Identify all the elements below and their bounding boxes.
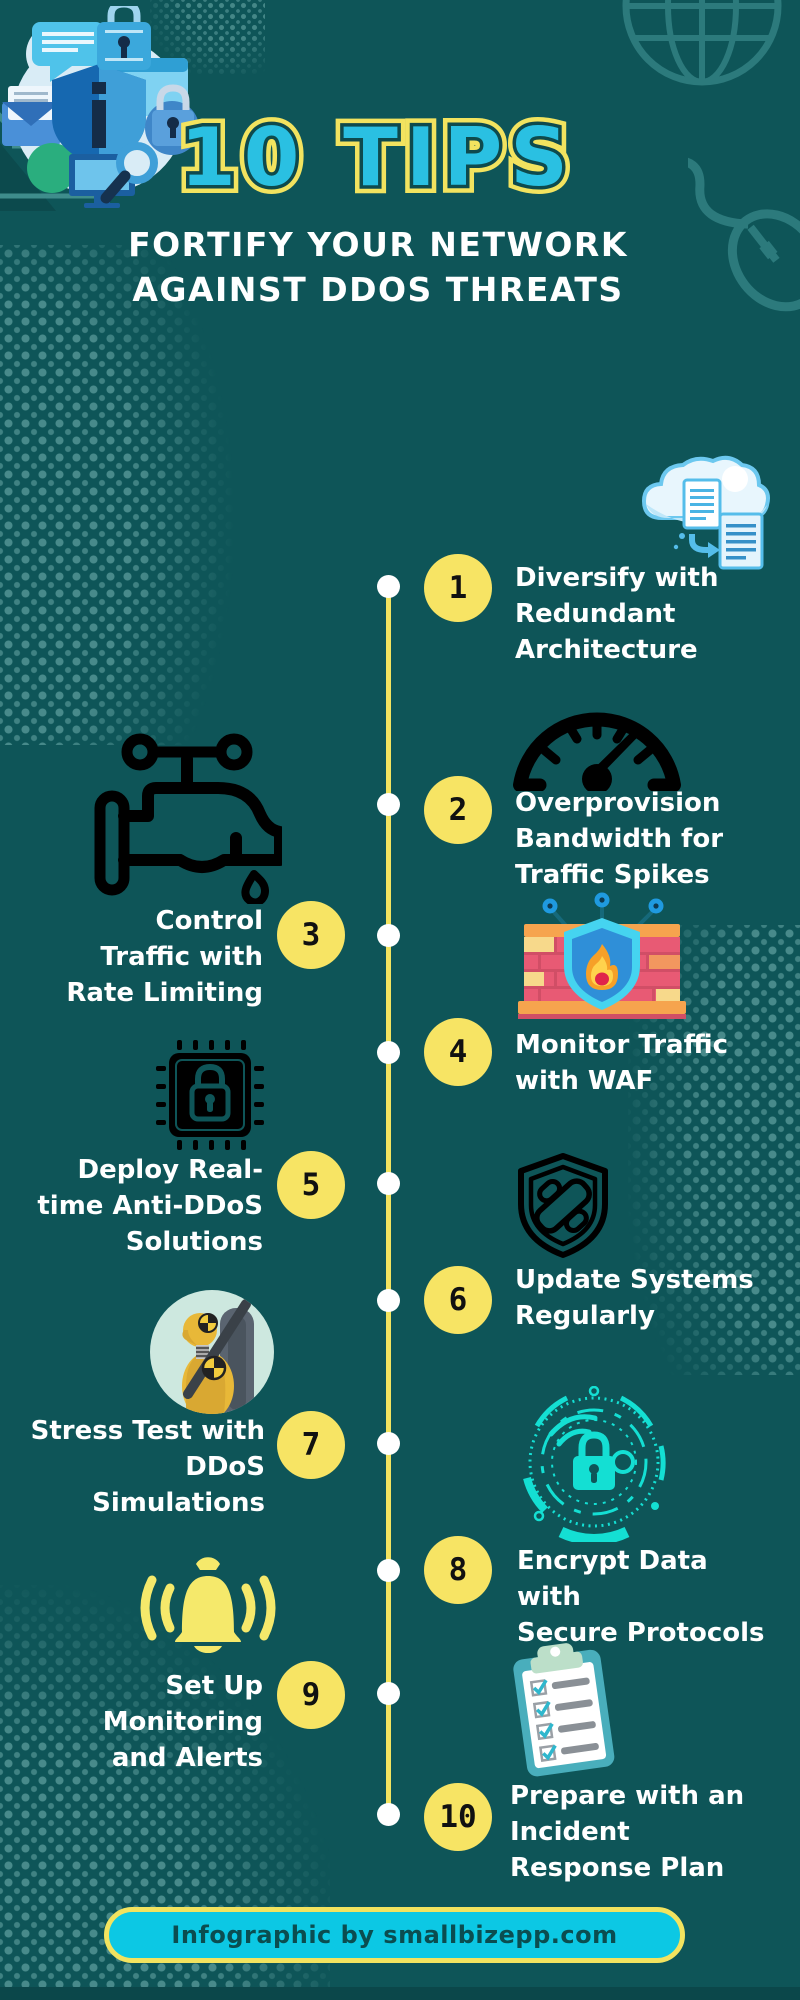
- tip-label-line: Encrypt Data with: [517, 1546, 708, 1612]
- alarm-bell-icon: [136, 1550, 280, 1664]
- tip-label-line: Response Plan: [510, 1853, 725, 1883]
- tip-label: Control Traffic with Rate Limiting: [43, 903, 263, 1011]
- tip-number-badge: 8: [424, 1536, 492, 1604]
- tip-label-line: Traffic Spikes: [515, 860, 710, 890]
- security-illustration: [0, 6, 209, 211]
- tip-number: 8: [448, 1552, 468, 1588]
- tip-label-line: and Alerts: [111, 1743, 263, 1773]
- crash-test-dummy-image: [150, 1290, 274, 1414]
- tip-label-line: Update Systems: [515, 1265, 754, 1295]
- tip-label: Deploy Real- time Anti-DDoS Solutions: [23, 1152, 263, 1260]
- tip-number: 7: [301, 1427, 321, 1463]
- tip-label-line: Prepare with an: [510, 1781, 745, 1811]
- tip-label-line: Deploy Real-: [77, 1155, 263, 1185]
- tip-label-line: Solutions: [125, 1227, 263, 1257]
- tip-number-badge: 9: [277, 1661, 345, 1729]
- tip-label-line: Monitor Traffic: [515, 1030, 728, 1060]
- tip-number: 4: [448, 1034, 468, 1070]
- tip-number-badge: 2: [424, 776, 492, 844]
- tip-number: 1: [448, 570, 468, 606]
- timeline-dot: [377, 924, 400, 947]
- tip-label-line: DDoS: [185, 1452, 265, 1482]
- tip-label-line: Traffic with: [100, 942, 263, 972]
- footer-credit-pill[interactable]: Infographic by smallbizepp.com: [104, 1907, 685, 1963]
- tip-label: Diversify with Redundant Architecture: [515, 560, 745, 668]
- cyber-lock-icon: [515, 1386, 673, 1542]
- timeline-line: [386, 587, 391, 1815]
- tip-label-line: Set Up: [165, 1671, 263, 1701]
- tip-label-line: Overprovision: [515, 788, 721, 818]
- tip-label-line: time Anti-DDoS: [37, 1191, 263, 1221]
- timeline-dot: [377, 1559, 400, 1582]
- globe-icon: [618, 0, 786, 97]
- faucet-icon: [84, 726, 282, 904]
- tip-number-badge: 10: [424, 1783, 492, 1851]
- header: 10 TIPS 10 TIPS 10 TIPS: [0, 110, 756, 206]
- computer-mouse-icon: [688, 128, 800, 328]
- timeline-dot: [377, 1041, 400, 1064]
- tip-number: 3: [301, 917, 321, 953]
- timeline-dot: [377, 1432, 400, 1455]
- firewall-shield-icon: [506, 890, 698, 1028]
- tip-label-line: Bandwidth for: [515, 824, 724, 854]
- tip-label: Update Systems Regularly: [515, 1262, 755, 1334]
- tip-label-line: Simulations: [92, 1488, 265, 1518]
- tip-label-line: Regularly: [515, 1301, 655, 1331]
- tip-number-badge: 5: [277, 1151, 345, 1219]
- tip-label-line: Stress Test with: [30, 1416, 265, 1446]
- tip-number: 5: [301, 1167, 321, 1203]
- tip-label: Encrypt Data with Secure Protocols: [517, 1543, 767, 1651]
- chip-lock-icon: [156, 1040, 264, 1150]
- tip-number-badge: 4: [424, 1018, 492, 1086]
- timeline-dot: [377, 1172, 400, 1195]
- tip-label-line: Control: [155, 906, 263, 936]
- tip-label: Monitor Traffic with WAF: [515, 1027, 745, 1099]
- checklist-clipboard-icon: [505, 1634, 623, 1780]
- timeline-dot: [377, 793, 400, 816]
- tip-number-badge: 3: [277, 901, 345, 969]
- tip-label-line: Rate Limiting: [66, 978, 263, 1008]
- halftone-dots-left: [0, 245, 235, 745]
- timeline-dot: [377, 575, 400, 598]
- patch-shield-icon: [512, 1150, 614, 1262]
- tip-label-line: with WAF: [515, 1066, 654, 1096]
- tip-label: Set Up Monitoring and Alerts: [43, 1668, 263, 1776]
- tip-label: Prepare with an Incident Response Plan: [510, 1778, 760, 1886]
- tip-label-line: Diversify with: [515, 563, 719, 593]
- tip-label-line: Architecture: [515, 635, 698, 665]
- tip-label-line: Secure Protocols: [517, 1618, 765, 1648]
- tip-label: Overprovision Bandwidth for Traffic Spik…: [515, 785, 745, 893]
- tip-number-badge: 6: [424, 1266, 492, 1334]
- tip-number: 6: [448, 1282, 468, 1318]
- tip-number-badge: 7: [277, 1411, 345, 1479]
- tip-number: 10: [439, 1799, 477, 1835]
- footer-credit-text: Infographic by smallbizepp.com: [171, 1921, 618, 1949]
- speedometer-icon: [506, 695, 688, 791]
- tip-number: 2: [448, 792, 468, 828]
- tip-label-line: Redundant: [515, 599, 676, 629]
- page-title-outline: 10 TIPS: [172, 110, 576, 206]
- bottom-edge-strip: [0, 1987, 800, 2000]
- page-subtitle: FORTIFY YOUR NETWORK AGAINST DDOS THREAT…: [0, 222, 756, 312]
- page-title-text: 10 TIPS: [180, 111, 576, 204]
- subtitle-line-1: FORTIFY YOUR NETWORK: [128, 225, 628, 264]
- timeline-dot: [377, 1682, 400, 1705]
- page-title-inner-outline: 10 TIPS: [177, 111, 576, 204]
- tip-number: 9: [301, 1677, 321, 1713]
- tip-number-badge: 1: [424, 554, 492, 622]
- cloud-sync-documents-icon: [632, 452, 774, 594]
- tip-label-line: Monitoring: [102, 1707, 263, 1737]
- subtitle-line-2: AGAINST DDOS THREATS: [132, 270, 624, 309]
- tip-label-line: Incident: [510, 1817, 630, 1847]
- tip-label: Stress Test with DDoS Simulations: [25, 1413, 265, 1521]
- timeline-dot: [377, 1803, 400, 1826]
- timeline-dot: [377, 1289, 400, 1312]
- page-title: 10 TIPS 10 TIPS 10 TIPS: [172, 110, 576, 206]
